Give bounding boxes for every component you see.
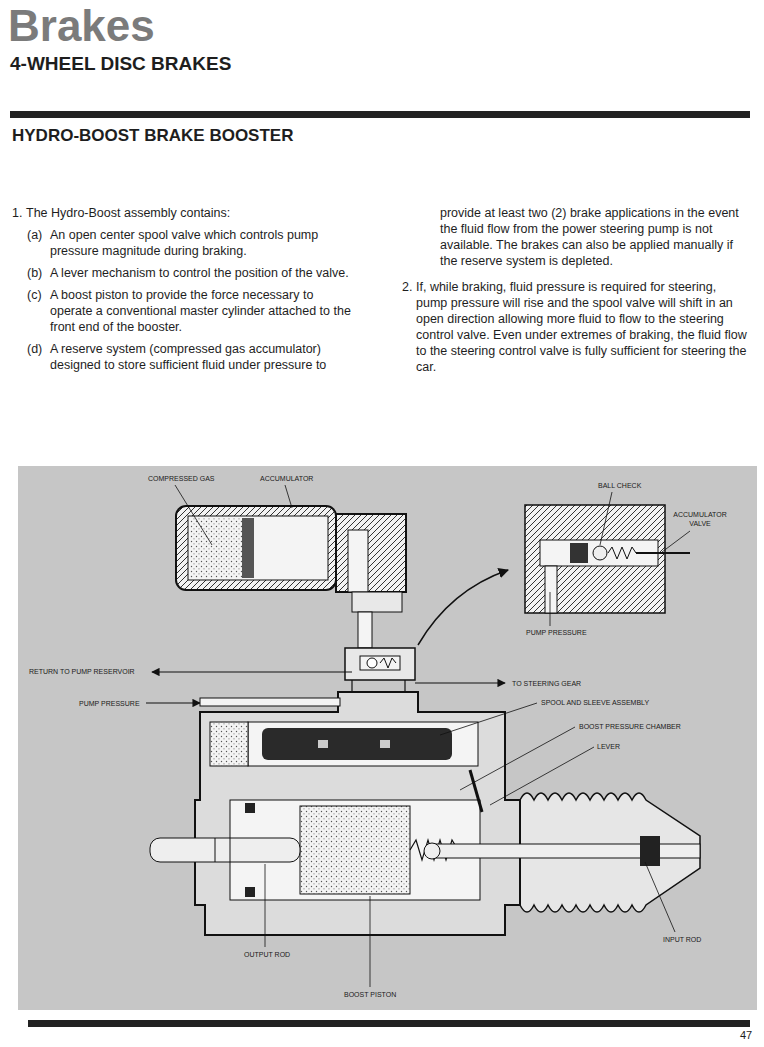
list-marker: (b)	[27, 265, 42, 281]
part-label: OUTPUT ROD	[243, 950, 291, 959]
part-label: COMPRESSED GAS	[147, 474, 216, 483]
list-item: 1. The Hydro-Boost assembly contains:	[10, 205, 358, 221]
page-title: Brakes	[8, 4, 155, 48]
part-label: ACCUMULATOR	[259, 474, 314, 483]
list-marker: (d)	[27, 341, 42, 357]
list-item: 2.If, while braking, fluid pressure is r…	[400, 279, 748, 375]
part-label: TO STEERING GEAR	[511, 679, 582, 688]
part-label: SPOOL AND SLEEVE ASSEMBLY	[540, 698, 650, 707]
list-item: (b) A lever mechanism to control the posi…	[10, 265, 358, 281]
list-text: If, while braking, fluid pressure is req…	[416, 280, 747, 374]
part-label: BOOST PISTON	[343, 990, 397, 999]
list-marker: (c)	[27, 287, 42, 303]
list-item: (c) A boost piston to provide the force n…	[10, 287, 358, 335]
part-label: PUMP PRESSURE	[78, 699, 141, 708]
list-marker: 1.	[12, 205, 22, 221]
part-label: ACCUMULATOR VALVE	[668, 510, 732, 528]
part-label: LEVER	[596, 742, 621, 751]
part-label: RETURN TO PUMP RESERVOIR	[28, 667, 136, 676]
part-label: PUMP PRESSURE	[525, 628, 588, 637]
list-text: A boost piston to provide the force nece…	[50, 288, 351, 334]
text-columns: 1. The Hydro-Boost assembly contains: (a) A…	[10, 205, 748, 375]
list-text: An open center spool valve which control…	[50, 228, 318, 258]
list-marker: (a)	[27, 227, 42, 243]
part-label: BALL CHECK	[597, 481, 642, 490]
list-text: The Hydro-Boost assembly contains:	[26, 206, 230, 220]
list-text: A lever mechanism to control the positio…	[50, 266, 349, 280]
section-heading: HYDRO-BOOST BRAKE BOOSTER	[12, 127, 293, 146]
part-label: INPUT ROD	[662, 935, 702, 944]
list-item: (a) An open center spool valve which cont…	[10, 227, 358, 259]
part-label: BOOST PRESSURE CHAMBER	[578, 722, 682, 731]
page-number: 47	[740, 1030, 752, 1041]
list-marker: 2.	[402, 279, 412, 295]
section-subtitle: 4-WHEEL DISC BRAKES	[10, 54, 231, 75]
